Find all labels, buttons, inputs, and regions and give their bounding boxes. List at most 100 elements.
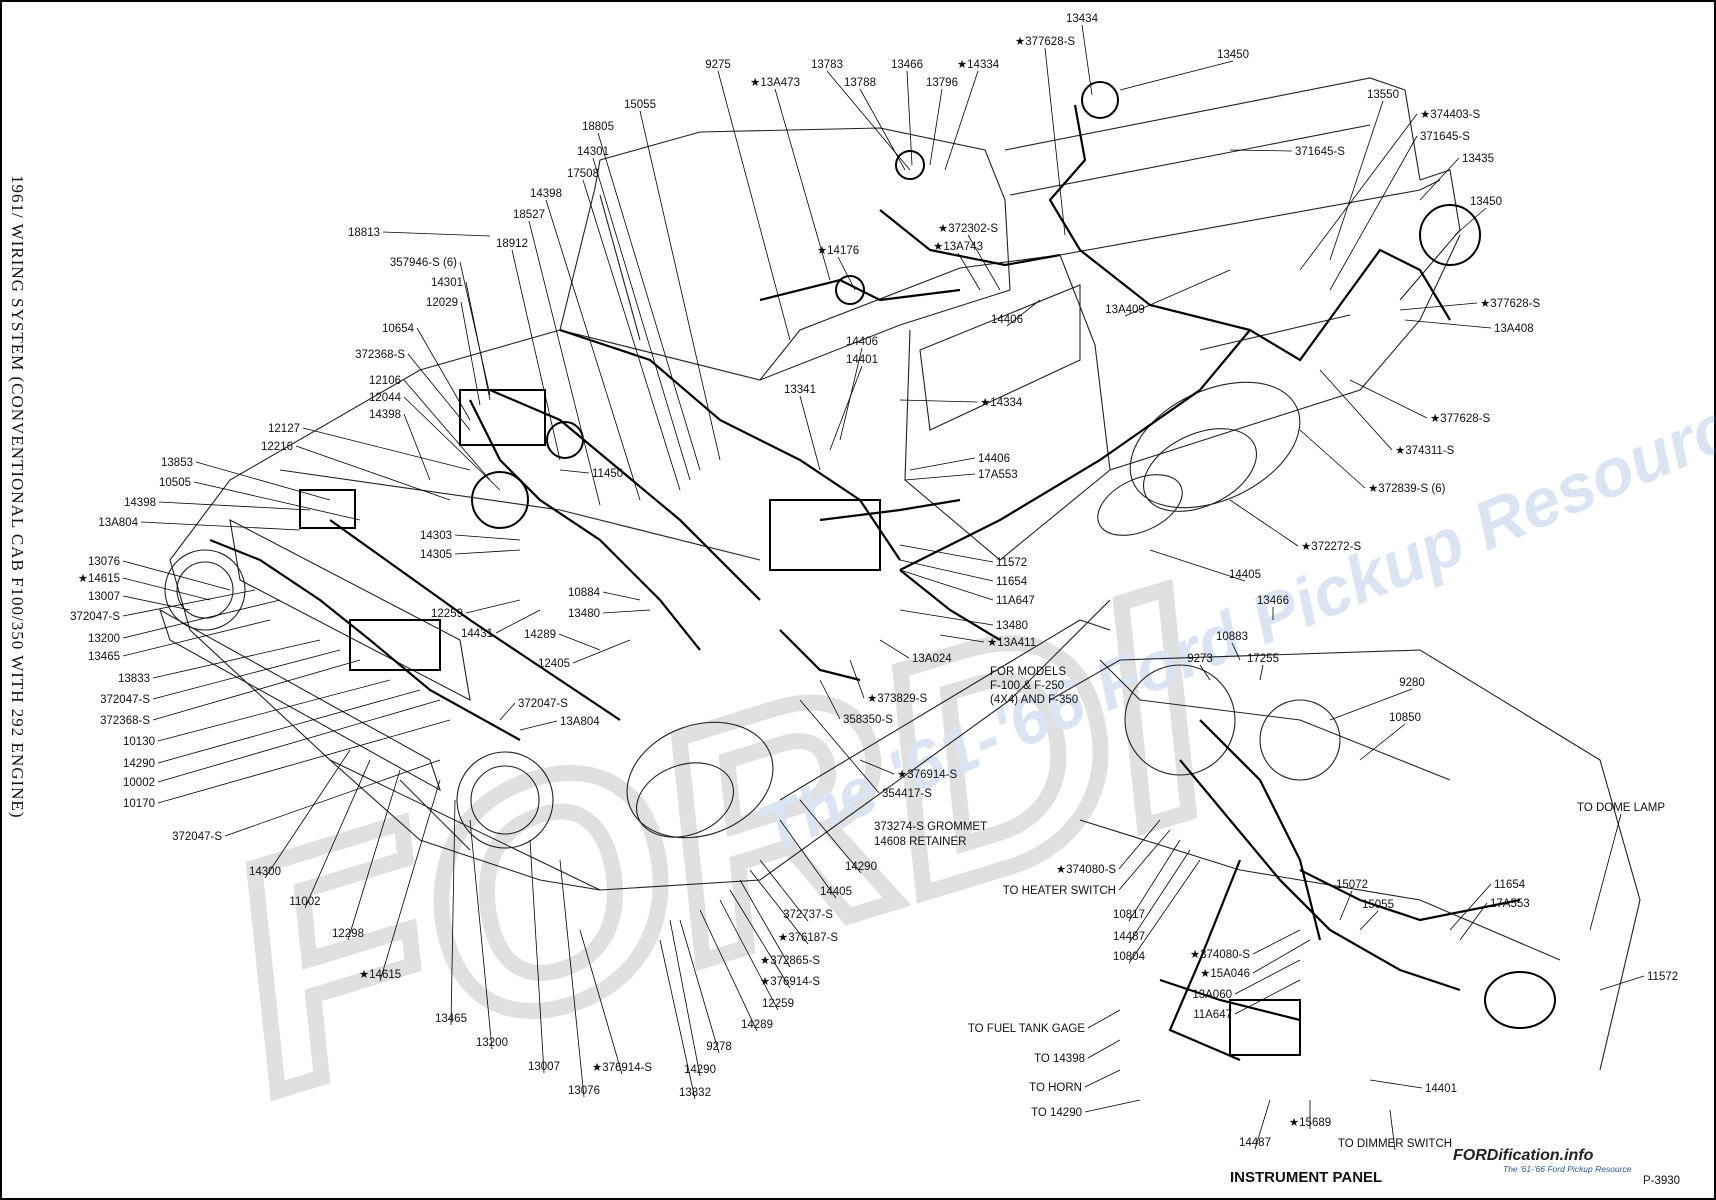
wiring-harness xyxy=(209,81,1481,741)
part-label: 15055 xyxy=(1362,899,1394,911)
watermark-brand: FORDification.info xyxy=(1453,1147,1594,1164)
leader-line xyxy=(879,639,910,659)
part-label: 13465 xyxy=(88,651,120,663)
part-label: ★373829-S xyxy=(867,693,928,705)
part-label: 13A060 xyxy=(1192,989,1232,1001)
part-label: 11A647 xyxy=(996,595,1035,607)
part-label: ★15A046 xyxy=(1200,968,1250,980)
leader-line xyxy=(195,461,331,501)
leader-line xyxy=(465,281,491,401)
part-label: ★13A473 xyxy=(750,77,800,89)
leader-line xyxy=(1319,369,1393,451)
leader-line xyxy=(454,549,521,555)
part-label: 12106 xyxy=(369,375,401,387)
leader-line xyxy=(717,70,791,341)
part-label: 14289 xyxy=(741,1019,773,1031)
leader-line xyxy=(304,759,371,909)
leader-line xyxy=(1229,499,1299,547)
leader-line xyxy=(511,249,561,461)
leader-line xyxy=(859,759,895,775)
part-label: 354417-S xyxy=(882,788,932,800)
part-label: 14431 xyxy=(461,628,493,640)
part-label: 18805 xyxy=(582,121,614,133)
part-label: 372047-S xyxy=(172,831,222,843)
leader-line xyxy=(545,199,641,501)
leader-line xyxy=(152,659,361,721)
leader-line xyxy=(450,799,456,1026)
leader-line xyxy=(1259,664,1264,681)
leader-line xyxy=(499,702,516,721)
part-label: ★377628-S xyxy=(1015,36,1076,48)
part-label: 13833 xyxy=(118,673,150,685)
part-label: TO DOME LAMP xyxy=(1577,802,1665,814)
part-label: 14487 xyxy=(1239,1137,1271,1149)
part-label: TO 14398 xyxy=(1034,1053,1085,1065)
leader-line xyxy=(1299,429,1366,489)
part-label: 10130 xyxy=(123,736,155,748)
part-label: 372047-S xyxy=(100,694,150,706)
leader-line xyxy=(1599,975,1645,991)
part-label: 17255 xyxy=(1247,653,1279,665)
part-label: 18912 xyxy=(496,238,528,250)
part-label: 14406 xyxy=(846,336,878,348)
leader-line xyxy=(899,544,994,563)
leader-line xyxy=(1149,549,1246,582)
leader-line xyxy=(122,619,271,657)
leader-line xyxy=(602,591,641,601)
leader-line xyxy=(1084,1099,1141,1113)
part-label: 13480 xyxy=(996,620,1028,632)
leader-line xyxy=(559,469,590,474)
leader-line xyxy=(465,599,521,614)
leader-line xyxy=(659,939,696,1100)
leader-line xyxy=(939,634,985,643)
leader-line xyxy=(1119,60,1234,91)
part-label: 10850 xyxy=(1389,712,1421,724)
part-label: ★376914-S xyxy=(592,1062,653,1074)
leader-line xyxy=(1349,379,1428,419)
leader-line xyxy=(379,779,441,982)
leader-line xyxy=(1459,902,1488,941)
part-label: 14405 xyxy=(820,886,852,898)
part-label: 14289 xyxy=(524,629,556,641)
leader-line xyxy=(1231,642,1241,661)
part-label: ★14334 xyxy=(957,59,1000,71)
part-label: 14398 xyxy=(530,188,562,200)
part-label: 14398 xyxy=(369,409,401,421)
leader-line xyxy=(1389,1109,1396,1151)
part-label: 371645-S xyxy=(1295,146,1345,158)
part-label: 14401 xyxy=(846,354,878,366)
leader-line xyxy=(572,639,631,664)
part-label: 358350-S xyxy=(843,714,893,726)
part-label: 14487 xyxy=(1113,931,1145,943)
figure-number: P-3930 xyxy=(1643,1175,1680,1187)
part-label: 13480 xyxy=(568,608,600,620)
leader-line xyxy=(122,560,231,591)
leader-line xyxy=(264,749,351,879)
leader-line xyxy=(558,633,601,651)
part-label: ★372865-S xyxy=(760,955,821,967)
leader-line xyxy=(944,70,979,171)
part-label: 14290 xyxy=(123,758,155,770)
leader-line xyxy=(899,399,978,403)
part-label: 372047-S xyxy=(518,698,568,710)
leader-line xyxy=(122,599,281,639)
part-label: 10884 xyxy=(568,587,601,599)
part-label: TO 14290 xyxy=(1031,1107,1082,1119)
leader-line xyxy=(528,220,601,506)
leader-line xyxy=(759,859,809,922)
part-label: 14398 xyxy=(124,497,156,509)
leader-line xyxy=(779,819,837,899)
part-label: 11572 xyxy=(996,557,1027,569)
svg-text:FORDI: FORDI xyxy=(188,522,1250,1157)
part-label: 14290 xyxy=(845,861,877,873)
part-label: 9280 xyxy=(1399,677,1425,689)
leader-line xyxy=(1128,859,1201,964)
part-label: 13466 xyxy=(1257,595,1289,607)
callout-labels: 9275★13A47313783137881346613796★14334★37… xyxy=(70,13,1678,1151)
grommet-note-line-1: 373274-S GROMMET xyxy=(874,821,987,833)
part-label: 13783 xyxy=(811,59,843,71)
part-label: ★374311-S xyxy=(1395,445,1455,457)
part-label: TO HEATER SWITCH xyxy=(1003,885,1116,897)
